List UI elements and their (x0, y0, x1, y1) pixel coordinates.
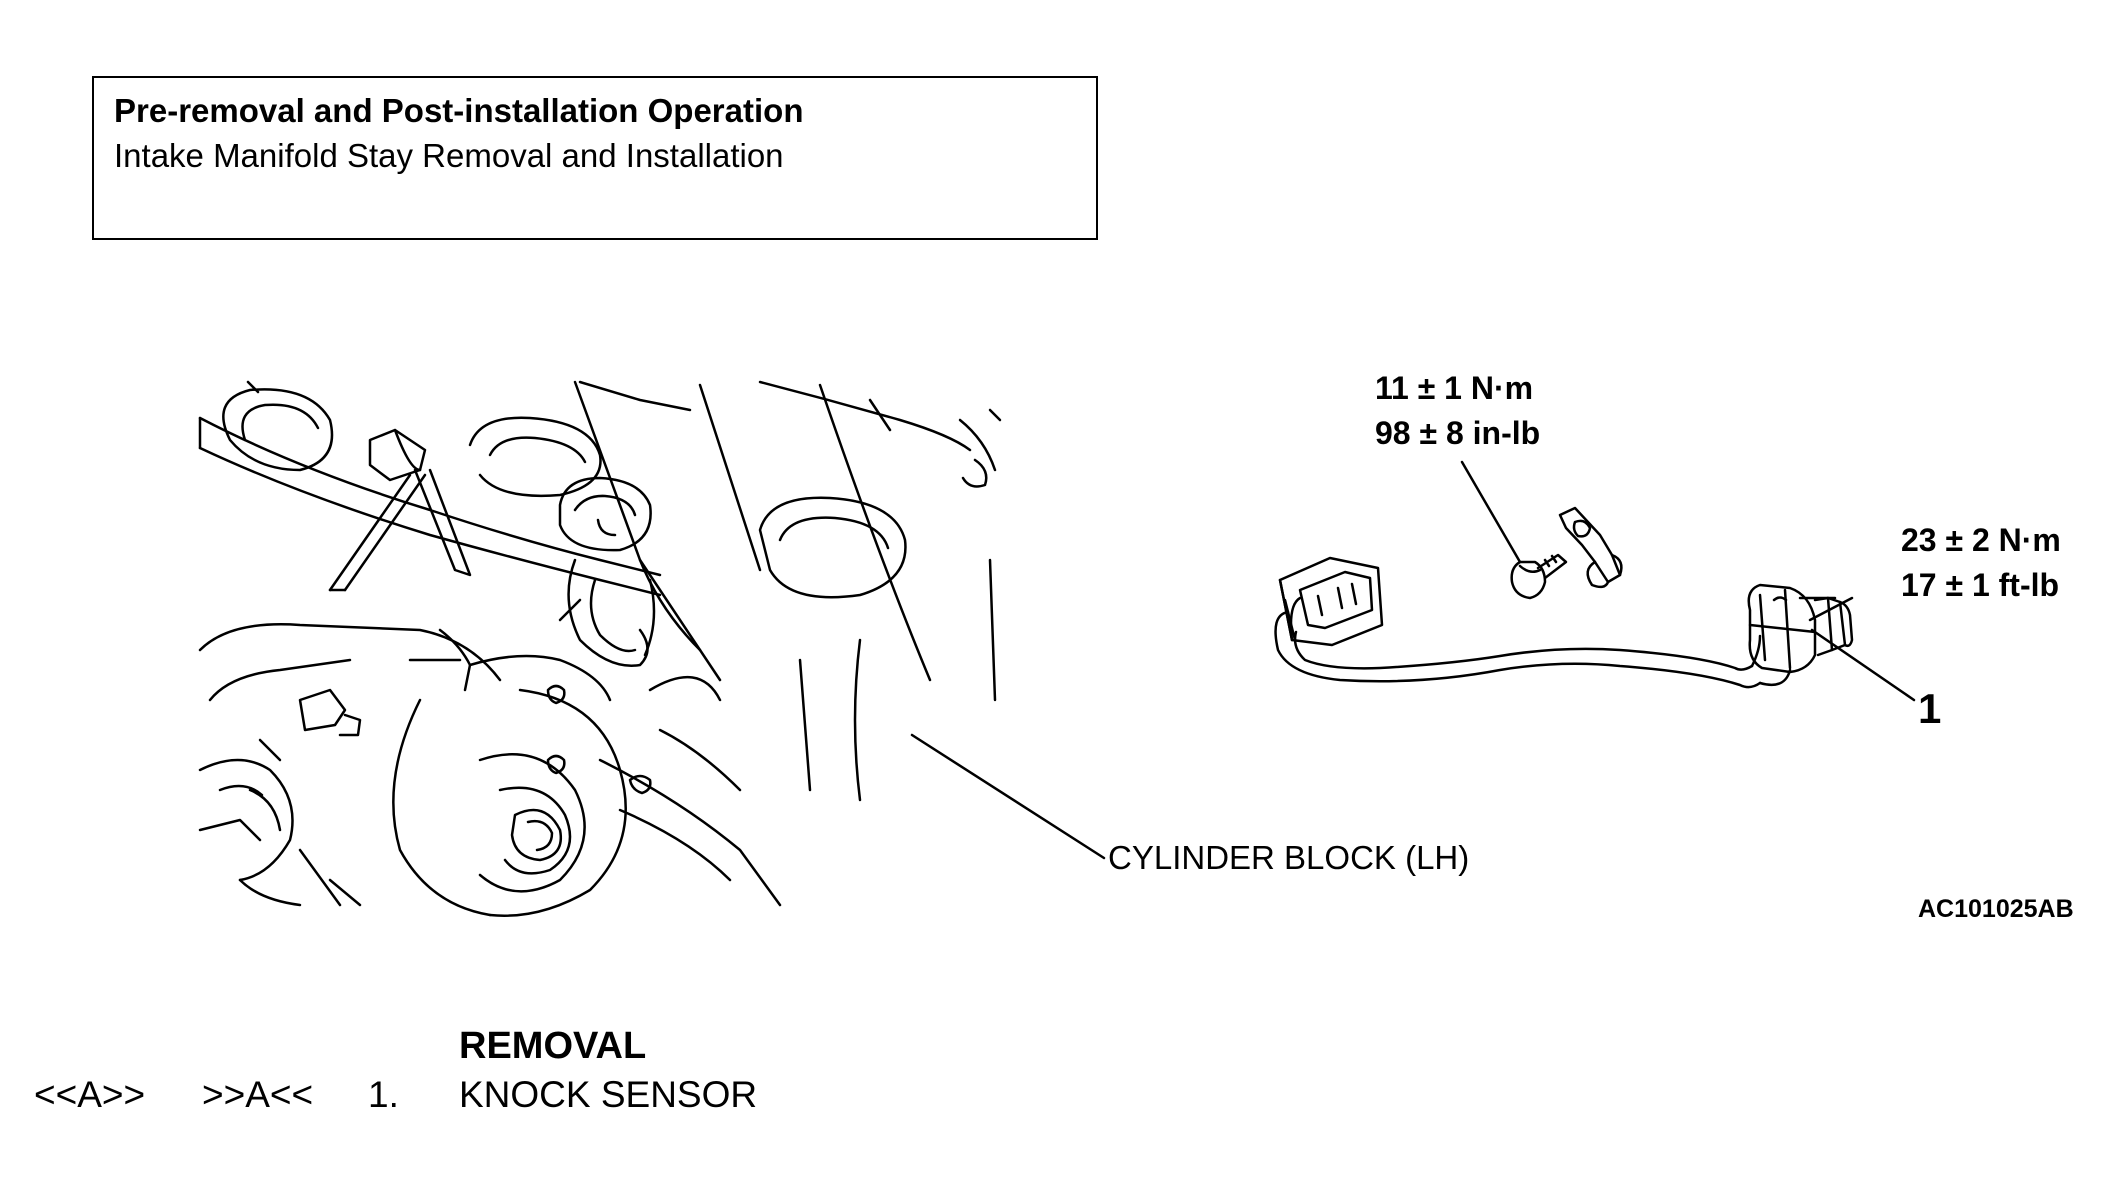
engine-block-drawing (198, 380, 1002, 917)
removal-service-point-ref: <<A>> (34, 1074, 146, 1115)
sensor-torque-callout: 23 ± 2 N·m 17 ± 1 ft-lb (1901, 518, 2061, 608)
sensor-torque-imperial: 17 ± 1 ft-lb (1901, 567, 2060, 603)
pre-post-operation-box: Pre-removal and Post-installation Operat… (92, 76, 1098, 240)
knock-sensor-callout-number: 1 (1918, 685, 1942, 732)
bolt-torque-callout: 11 ± 1 N·m 98 ± 8 in-lb (1375, 366, 1540, 456)
cylinder-block-label: CYLINDER BLOCK (LH) (1108, 839, 1470, 876)
installation-service-point-ref: >>A<< (202, 1074, 314, 1115)
step-number: 1. (368, 1074, 399, 1115)
removal-step-row: <<A>> >>A<< 1. KNOCK SENSOR (0, 1072, 900, 1122)
step-part-name: KNOCK SENSOR (459, 1074, 758, 1115)
figure-id: AC101025AB (1918, 895, 2074, 923)
bolt-torque-metric: 11 ± 1 N·m (1375, 370, 1534, 406)
operation-box-title: Pre-removal and Post-installation Operat… (114, 92, 804, 129)
cylinder-block-leader-line (910, 733, 1106, 860)
operation-box-item: Intake Manifold Stay Removal and Install… (114, 137, 784, 174)
removal-heading: REMOVAL (459, 1025, 647, 1067)
sensor-torque-metric: 23 ± 2 N·m (1901, 522, 2061, 558)
sensor-number-leader-line (1810, 628, 1916, 702)
bolt-torque-imperial: 98 ± 8 in-lb (1375, 415, 1541, 451)
sensor-torque-leader-line (1808, 596, 1854, 622)
knock-sensor-exploded-view (1274, 506, 1854, 689)
bolt-torque-leader-line (1460, 460, 1522, 564)
